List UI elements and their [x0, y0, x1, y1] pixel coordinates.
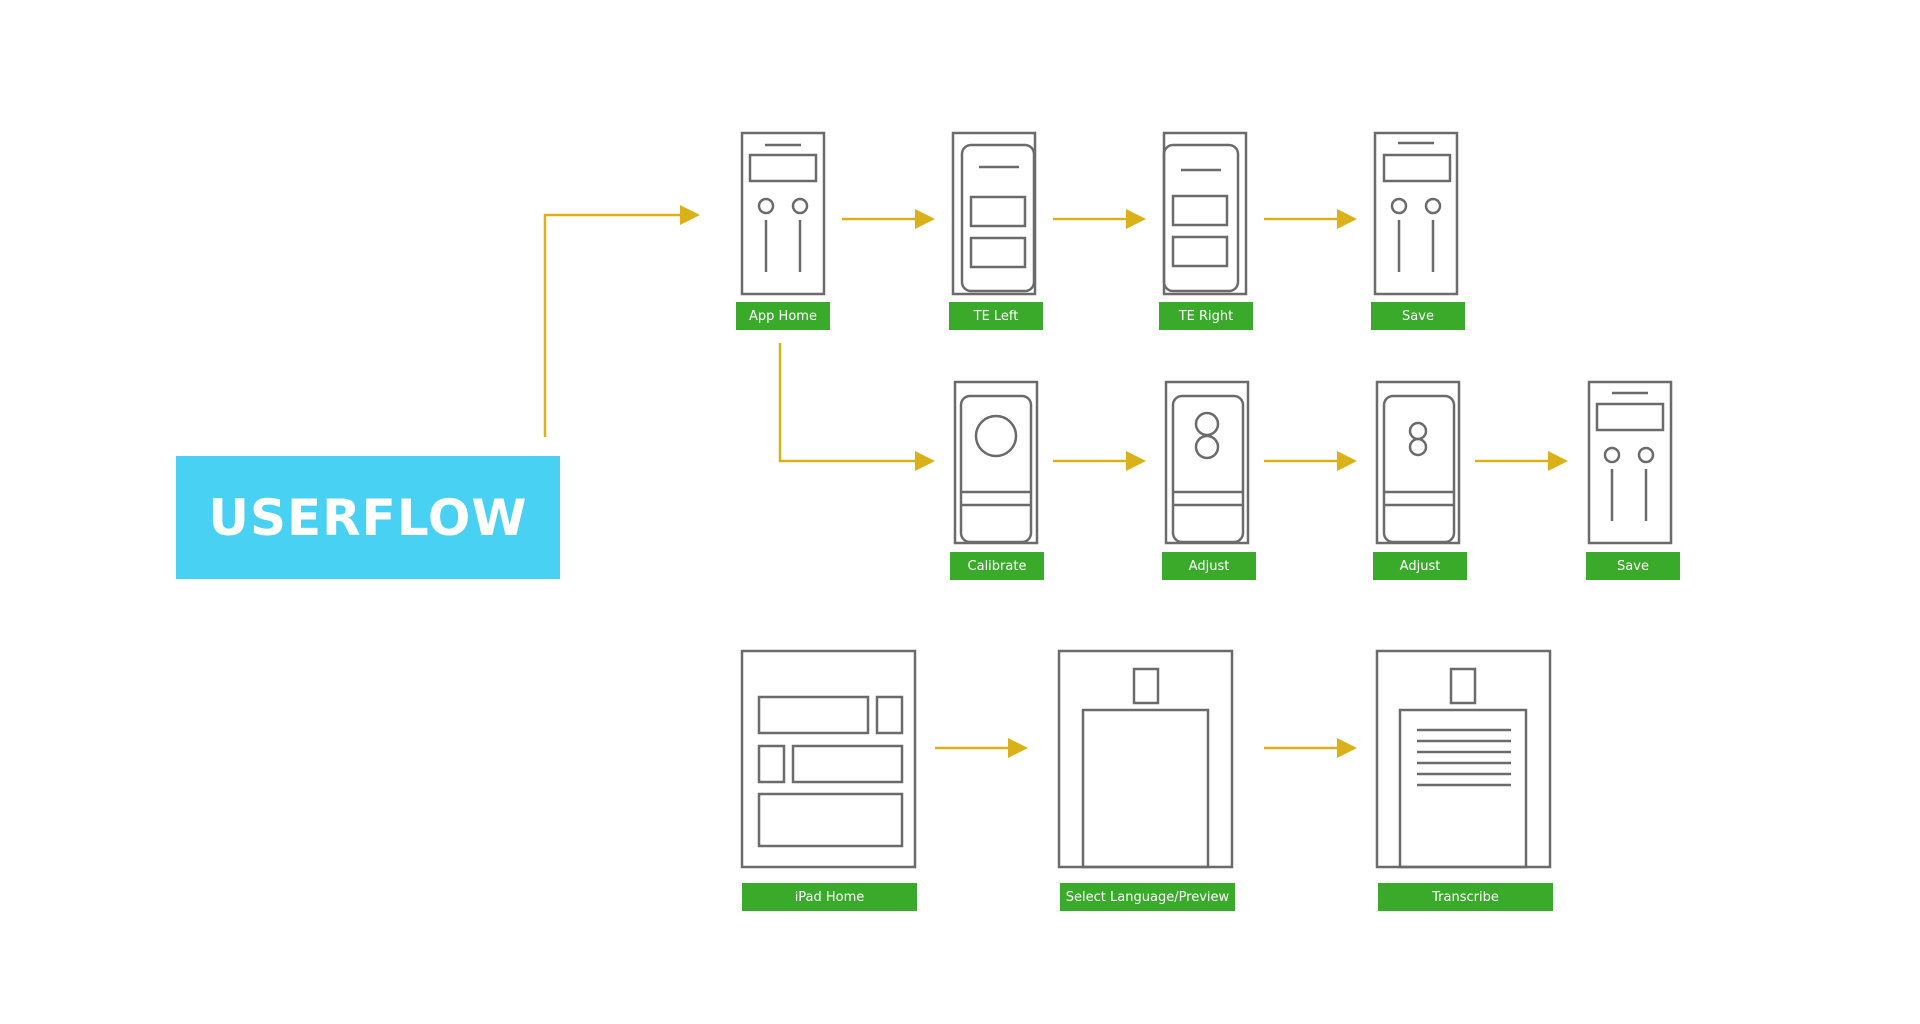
arrow-head	[1337, 738, 1357, 758]
arrow-head	[680, 205, 700, 225]
wireframe-app-home	[740, 131, 826, 296]
arrow-app-home-to-calibrate	[778, 343, 915, 463]
arrow-head	[915, 451, 935, 471]
wireframe-select-language	[1057, 649, 1234, 869]
label-transcribe: Transcribe	[1378, 883, 1553, 911]
arrow-head	[915, 209, 935, 229]
arrow-head	[1008, 738, 1028, 758]
wireframe-adjust-1	[1164, 380, 1250, 545]
label-adjust-2: Adjust	[1373, 552, 1467, 580]
arrow-head	[1126, 209, 1146, 229]
arrow-head	[1126, 451, 1146, 471]
wireframe-transcribe	[1375, 649, 1552, 869]
wireframe-adjust-2	[1375, 380, 1461, 545]
label-app-home: App Home	[736, 302, 830, 330]
label-select-language-preview: Select Language/Preview	[1060, 883, 1235, 911]
label-te-right: TE Right	[1159, 302, 1253, 330]
wireframe-save-1	[1373, 131, 1459, 296]
label-calibrate: Calibrate	[950, 552, 1044, 580]
arrow-head	[1548, 451, 1568, 471]
label-te-left: TE Left	[949, 302, 1043, 330]
wireframe-te-left	[951, 131, 1037, 296]
arrow-head	[1337, 451, 1357, 471]
arrow-head	[1337, 209, 1357, 229]
wireframe-ipad-home	[740, 649, 917, 869]
label-save-1: Save	[1371, 302, 1465, 330]
wireframe-save-2	[1587, 380, 1673, 545]
connector-arrows	[543, 205, 1568, 758]
wireframe-calibrate	[953, 380, 1039, 545]
label-adjust-1: Adjust	[1162, 552, 1256, 580]
wireframe-te-right	[1162, 131, 1248, 296]
label-save-2: Save	[1586, 552, 1680, 580]
userflow-title-box: USERFLOW	[176, 456, 560, 579]
label-ipad-home: iPad Home	[742, 883, 917, 911]
arrow-userflow-to-app-home	[543, 213, 680, 437]
userflow-title: USERFLOW	[208, 488, 528, 547]
